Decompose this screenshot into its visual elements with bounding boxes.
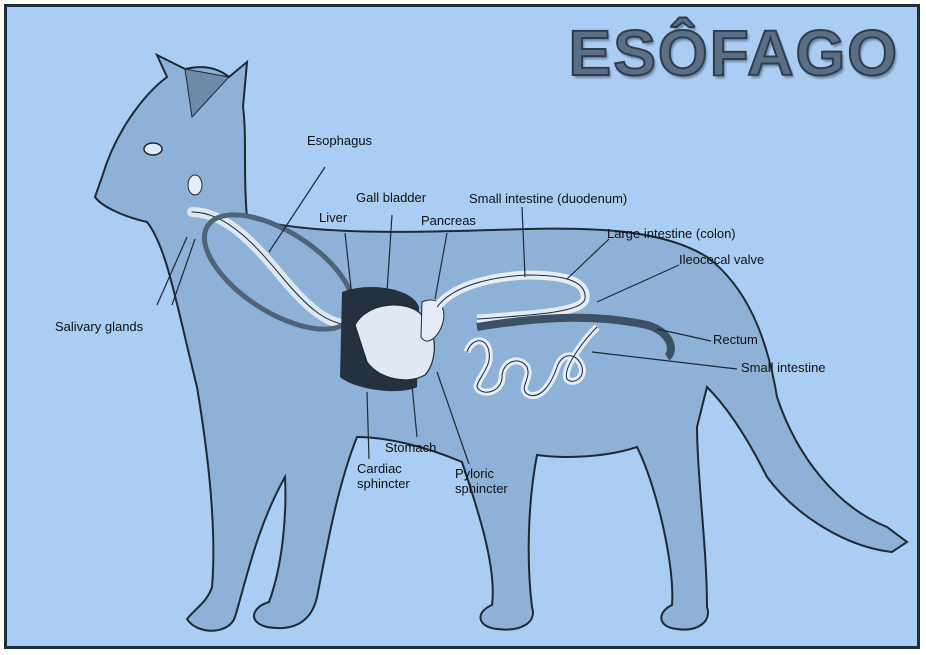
diagram-frame: ESÔFAGO Esophagus Gall bladder Liver Pan… [4, 4, 920, 649]
label-gall-bladder: Gall bladder [356, 190, 426, 205]
cat-eye [144, 143, 162, 155]
label-cardiac-sphincter: Cardiac sphincter [357, 461, 427, 491]
page-title: ESÔFAGO [569, 21, 900, 85]
label-large-intestine-colon: Large intestine (colon) [607, 226, 736, 241]
cat-anatomy-illustration [7, 7, 917, 646]
label-esophagus: Esophagus [307, 133, 372, 148]
salivary-gland [188, 175, 202, 195]
label-liver: Liver [319, 210, 347, 225]
label-stomach: Stomach [385, 440, 436, 455]
label-pancreas: Pancreas [421, 213, 476, 228]
label-salivary-glands: Salivary glands [55, 319, 143, 334]
label-small-intestine: Small intestine [741, 360, 826, 375]
label-pyloric-sphincter: Pyloric sphincter [455, 466, 525, 496]
label-rectum: Rectum [713, 332, 758, 347]
label-small-intestine-duodenum: Small intestine (duodenum) [469, 191, 627, 206]
cat-body [95, 55, 907, 631]
label-ileocecal-valve: Ileocecal valve [679, 252, 764, 267]
